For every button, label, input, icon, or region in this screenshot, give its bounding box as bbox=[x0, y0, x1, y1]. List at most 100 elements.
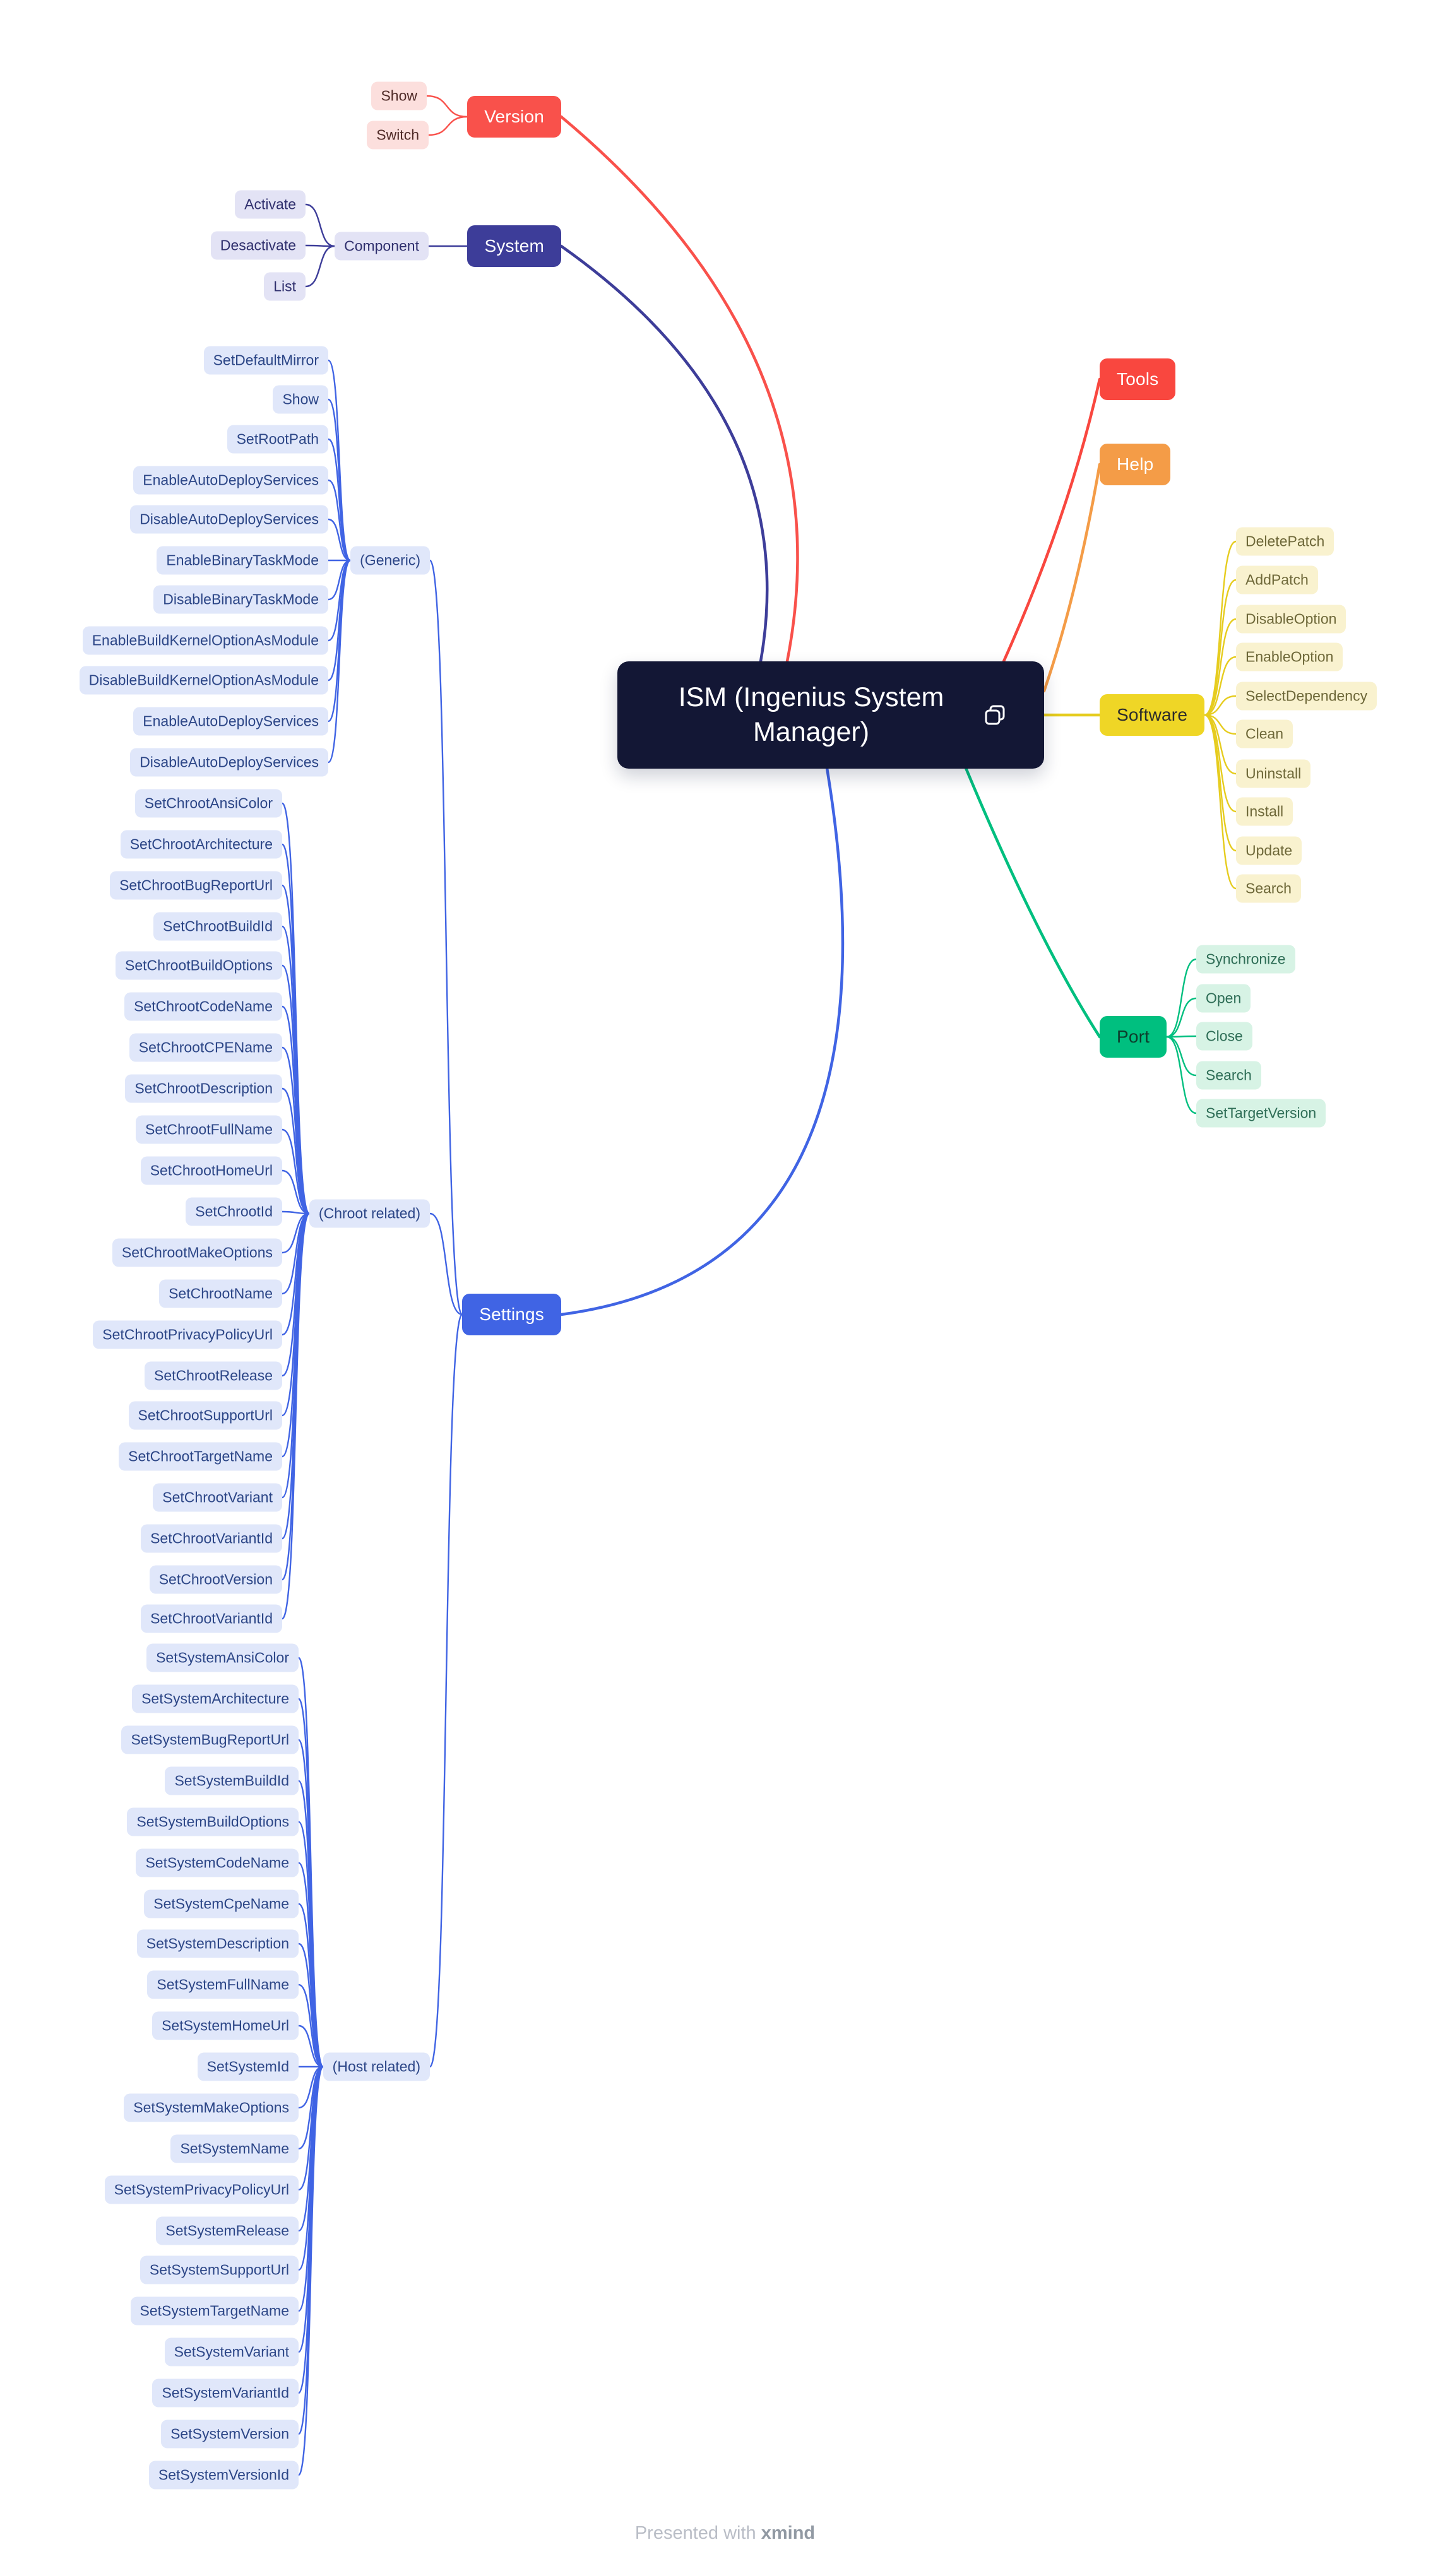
subtopic-disableautodeployservices[interactable]: DisableAutoDeployServices bbox=[130, 505, 328, 534]
subtopic-setchrootname[interactable]: SetChrootName bbox=[159, 1279, 282, 1308]
subtopic-switch[interactable]: Switch bbox=[367, 121, 429, 150]
subtopic-setsystemarchitecture[interactable]: SetSystemArchitecture bbox=[132, 1684, 299, 1713]
subtopic-component[interactable]: Component bbox=[335, 232, 429, 261]
subtopic-generic[interactable]: (Generic) bbox=[350, 546, 430, 575]
connector bbox=[1165, 997, 1197, 1038]
subtopic-activate[interactable]: Activate bbox=[235, 190, 306, 219]
connector bbox=[327, 398, 352, 562]
subtopic-setchrootid[interactable]: SetChrootId bbox=[186, 1197, 282, 1226]
connector bbox=[297, 2024, 324, 2068]
subtopic-enableoption[interactable]: EnableOption bbox=[1236, 642, 1343, 671]
subtopic-settargetversion[interactable]: SetTargetVersion bbox=[1196, 1099, 1326, 1128]
topic-system[interactable]: System bbox=[467, 225, 561, 267]
subtopic-selectdependency[interactable]: SelectDependency bbox=[1236, 682, 1377, 711]
connector bbox=[327, 559, 352, 723]
subtopic-setsystemsupporturl[interactable]: SetSystemSupportUrl bbox=[140, 2255, 299, 2284]
subtopic-enablebuildkerneloptionasmodule[interactable]: EnableBuildKernelOptionAsModule bbox=[82, 626, 328, 655]
subtopic-show[interactable]: Show bbox=[371, 81, 427, 110]
subtopic-setsystemfullname[interactable]: SetSystemFullName bbox=[147, 1970, 299, 1999]
subtopic-clean[interactable]: Clean bbox=[1236, 719, 1293, 748]
subtopic-setchrootsupporturl[interactable]: SetChrootSupportUrl bbox=[128, 1401, 282, 1430]
subtopic-setsystemtargetname[interactable]: SetSystemTargetName bbox=[130, 2296, 299, 2325]
subtopic-disablebuildkerneloptionasmodule[interactable]: DisableBuildKernelOptionAsModule bbox=[79, 666, 328, 695]
connector bbox=[304, 203, 336, 247]
subtopic-setchrootmakeoptions[interactable]: SetChrootMakeOptions bbox=[112, 1238, 282, 1267]
subtopic-show[interactable]: Show bbox=[273, 385, 328, 414]
topic-help[interactable]: Help bbox=[1100, 444, 1171, 485]
subtopic-setchrootfullname[interactable]: SetChrootFullName bbox=[136, 1115, 282, 1144]
subtopic-setsystemcodename[interactable]: SetSystemCodeName bbox=[136, 1848, 299, 1877]
subtopic-setchrootrelease[interactable]: SetChrootRelease bbox=[145, 1361, 282, 1390]
subtopic-host-related[interactable]: (Host related) bbox=[323, 2052, 430, 2081]
subtopic-setsystemrelease[interactable]: SetSystemRelease bbox=[156, 2216, 299, 2245]
subtopic-enableautodeployservices[interactable]: EnableAutoDeployServices bbox=[133, 466, 328, 495]
subtopic-setchrootcodename[interactable]: SetChrootCodeName bbox=[124, 992, 282, 1021]
topic-settings[interactable]: Settings bbox=[462, 1294, 561, 1335]
subtopic-open[interactable]: Open bbox=[1196, 984, 1251, 1013]
topic-port[interactable]: Port bbox=[1100, 1016, 1167, 1058]
subtopic-setsystemprivacypolicyurl[interactable]: SetSystemPrivacyPolicyUrl bbox=[104, 2175, 299, 2204]
connector bbox=[1203, 714, 1237, 890]
subtopic-setchrootvariant[interactable]: SetChrootVariant bbox=[153, 1483, 282, 1512]
subtopic-install[interactable]: Install bbox=[1236, 797, 1293, 826]
connector bbox=[327, 518, 352, 562]
connector bbox=[1165, 1036, 1197, 1077]
subtopic-setchrootdescription[interactable]: SetChrootDescription bbox=[125, 1074, 282, 1103]
subtopic-enableautodeployservices[interactable]: EnableAutoDeployServices bbox=[133, 707, 328, 736]
subtopic-setsystembuildoptions[interactable]: SetSystemBuildOptions bbox=[127, 1807, 299, 1836]
subtopic-desactivate[interactable]: Desactivate bbox=[210, 231, 306, 260]
subtopic-setchrootversion[interactable]: SetChrootVersion bbox=[149, 1565, 282, 1594]
subtopic-search[interactable]: Search bbox=[1196, 1061, 1261, 1090]
subtopic-setchrootarchitecture[interactable]: SetChrootArchitecture bbox=[120, 830, 282, 859]
subtopic-setchrootcpename[interactable]: SetChrootCPEName bbox=[129, 1033, 282, 1062]
subtopic-uninstall[interactable]: Uninstall bbox=[1236, 759, 1311, 788]
subtopic-setchroottargetname[interactable]: SetChrootTargetName bbox=[119, 1442, 282, 1471]
subtopic-setsystemhomeurl[interactable]: SetSystemHomeUrl bbox=[152, 2011, 299, 2040]
subtopic-setsystemdescription[interactable]: SetSystemDescription bbox=[136, 1929, 299, 1958]
subtopic-setchrootprivacypolicyurl[interactable]: SetChrootPrivacyPolicyUrl bbox=[93, 1320, 282, 1349]
central-topic[interactable]: ISM (Ingenius System Manager) bbox=[617, 661, 1044, 769]
subtopic-list[interactable]: List bbox=[264, 272, 306, 301]
subtopic-setchroothomeurl[interactable]: SetChrootHomeUrl bbox=[140, 1156, 282, 1185]
connector bbox=[327, 479, 352, 562]
subtopic-setsystemid[interactable]: SetSystemId bbox=[197, 2052, 299, 2081]
subtopic-setdefaultmirror[interactable]: SetDefaultMirror bbox=[203, 346, 328, 375]
subtopic-search[interactable]: Search bbox=[1236, 874, 1301, 903]
topic-software[interactable]: Software bbox=[1100, 694, 1205, 736]
subtopic-addpatch[interactable]: AddPatch bbox=[1236, 565, 1318, 594]
connector bbox=[1203, 540, 1237, 716]
subtopic-chroot-related[interactable]: (Chroot related) bbox=[309, 1199, 430, 1228]
subtopic-setsystemversion[interactable]: SetSystemVersion bbox=[161, 2419, 299, 2449]
subtopic-setsystemvariant[interactable]: SetSystemVariant bbox=[164, 2337, 299, 2366]
subtopic-setsystemvariantid[interactable]: SetSystemVariantId bbox=[152, 2378, 299, 2408]
connector bbox=[1203, 714, 1237, 735]
connector bbox=[429, 1313, 463, 2068]
subtopic-setchrootbugreporturl[interactable]: SetChrootBugReportUrl bbox=[110, 871, 282, 900]
subtopic-synchronize[interactable]: Synchronize bbox=[1196, 945, 1295, 974]
subtopic-setchrootvariantid[interactable]: SetChrootVariantId bbox=[141, 1604, 282, 1633]
connector bbox=[297, 1983, 324, 2068]
subtopic-setsystembugreporturl[interactable]: SetSystemBugReportUrl bbox=[121, 1725, 299, 1754]
subtopic-setrootpath[interactable]: SetRootPath bbox=[227, 425, 328, 454]
subtopic-setsystemcpename[interactable]: SetSystemCpeName bbox=[144, 1889, 299, 1918]
copy-icon[interactable] bbox=[982, 702, 1008, 728]
subtopic-setchrootansicolor[interactable]: SetChrootAnsiColor bbox=[134, 789, 282, 818]
subtopic-disableoption[interactable]: DisableOption bbox=[1236, 605, 1346, 634]
subtopic-setsystembuildid[interactable]: SetSystemBuildId bbox=[165, 1766, 299, 1795]
subtopic-setsystemname[interactable]: SetSystemName bbox=[170, 2134, 299, 2163]
credit-brand: xmind bbox=[761, 2523, 816, 2543]
subtopic-setsystemmakeoptions[interactable]: SetSystemMakeOptions bbox=[124, 2093, 299, 2122]
subtopic-close[interactable]: Close bbox=[1196, 1022, 1252, 1051]
subtopic-update[interactable]: Update bbox=[1236, 836, 1302, 865]
subtopic-setchrootbuildoptions[interactable]: SetChrootBuildOptions bbox=[116, 951, 282, 980]
subtopic-deletepatch[interactable]: DeletePatch bbox=[1236, 527, 1334, 556]
subtopic-disablebinarytaskmode[interactable]: DisableBinaryTaskMode bbox=[153, 585, 328, 614]
subtopic-enablebinarytaskmode[interactable]: EnableBinaryTaskMode bbox=[157, 546, 328, 575]
subtopic-setchrootvariantid[interactable]: SetChrootVariantId bbox=[141, 1524, 282, 1553]
subtopic-setsystemversionid[interactable]: SetSystemVersionId bbox=[148, 2461, 299, 2490]
subtopic-setchrootbuildid[interactable]: SetChrootBuildId bbox=[153, 912, 282, 941]
topic-tools[interactable]: Tools bbox=[1100, 358, 1176, 400]
topic-version[interactable]: Version bbox=[467, 96, 561, 138]
subtopic-disableautodeployservices[interactable]: DisableAutoDeployServices bbox=[130, 748, 328, 777]
subtopic-setsystemansicolor[interactable]: SetSystemAnsiColor bbox=[146, 1643, 299, 1672]
